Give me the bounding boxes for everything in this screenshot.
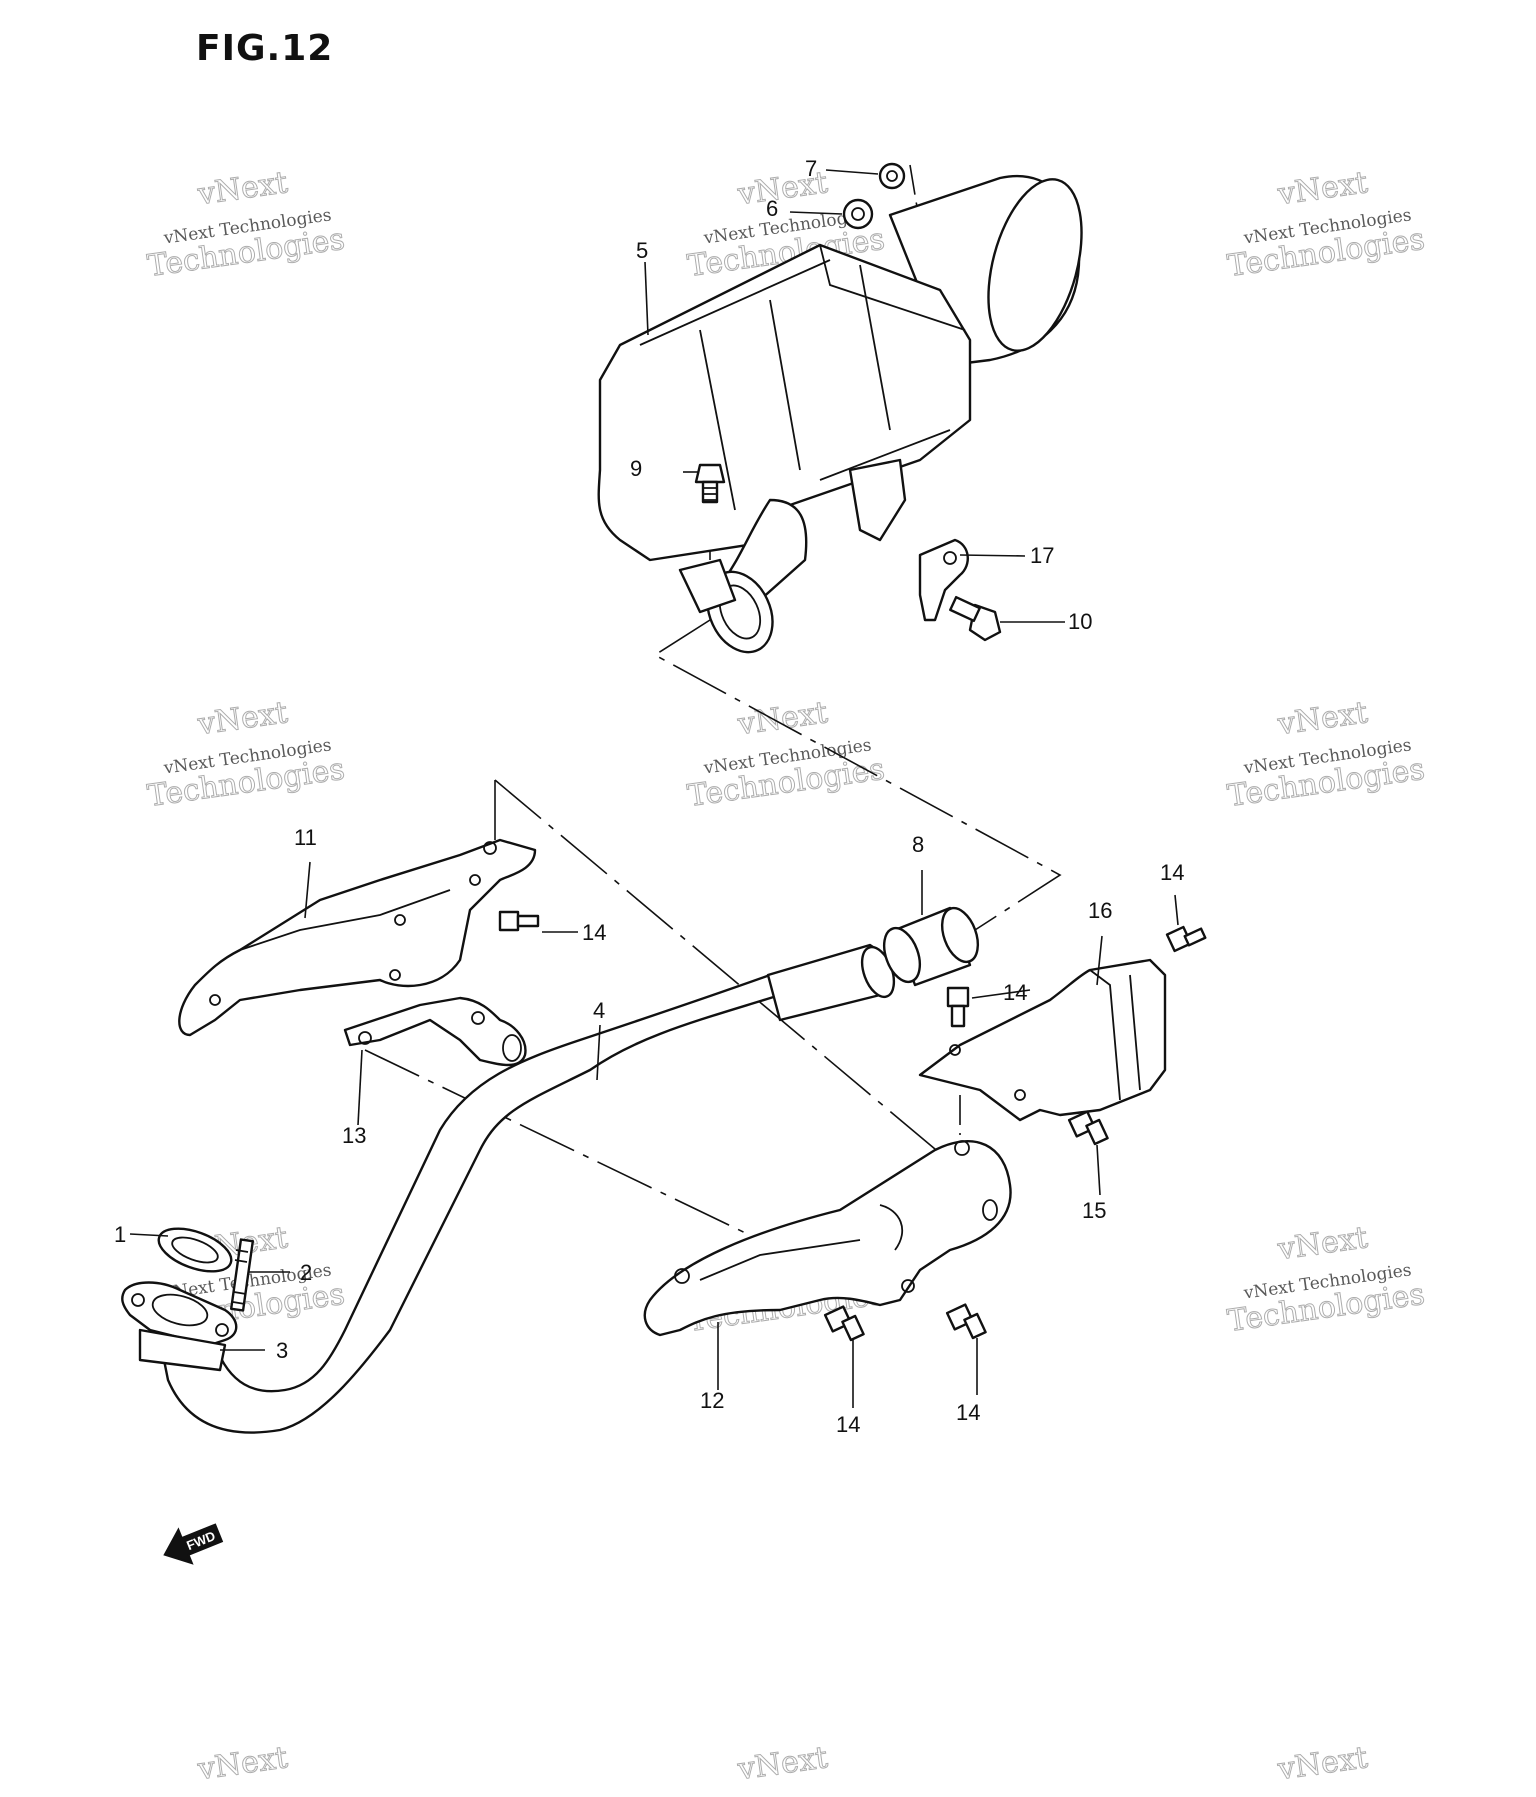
bolt-14	[1165, 925, 1207, 953]
bolt-15	[1067, 1110, 1109, 1146]
exhaust-pipe-4	[158, 943, 896, 1434]
assembly-guide-lines	[364, 164, 1062, 1241]
watermark: vNext vNext Technologies Technologies	[685, 165, 887, 285]
callout-8: 8	[912, 832, 924, 857]
heat-shield-13	[343, 996, 527, 1067]
callout-13: 13	[342, 1123, 366, 1148]
watermark-text-b: vNext	[195, 165, 290, 212]
bolt-10	[949, 595, 1002, 642]
gasket-8	[882, 906, 980, 987]
watermark: vNext	[1274, 1740, 1370, 1788]
stud-bolt-2	[229, 1238, 255, 1312]
watermark: vNext vNext Technologies Technologies	[1225, 1220, 1427, 1340]
bracket-17	[918, 538, 969, 622]
callout-14: 14	[1160, 860, 1184, 885]
callout-6: 6	[766, 196, 778, 221]
callout-9: 9	[630, 456, 642, 481]
callout-10: 10	[1068, 609, 1092, 634]
grommet-6	[842, 198, 874, 230]
callout-4: 4	[593, 998, 605, 1023]
gasket-1	[157, 1227, 233, 1273]
bolt-14	[946, 986, 970, 1028]
watermark-text-b: vNext	[195, 1740, 290, 1787]
watermark: vNext	[194, 1740, 290, 1788]
heat-shield-16	[918, 958, 1167, 1122]
callout-17: 17	[1030, 543, 1054, 568]
heat-shield-12	[643, 1140, 1012, 1337]
watermark-text-b: vNext	[195, 695, 290, 742]
heat-shield-11	[178, 838, 537, 1037]
callout-15: 15	[1082, 1198, 1106, 1223]
callout-14: 14	[836, 1412, 860, 1437]
callout-7: 7	[805, 156, 817, 181]
bolt-14	[945, 1303, 987, 1340]
callout-12: 12	[700, 1388, 724, 1413]
callout-5: 5	[636, 238, 648, 263]
callout-numbers: 1 2 3 4 5 6 7 8 9 10 11 12 13 14 14 14 1…	[114, 156, 1184, 1437]
watermark: vNext vNext Technologies Technologies	[685, 695, 887, 815]
watermark: vNext vNext Technologies Technologies	[145, 165, 347, 285]
callout-16: 16	[1088, 898, 1112, 923]
nut-7	[878, 162, 906, 190]
watermark: vNext vNext Technologies Technologies	[1225, 165, 1427, 285]
arrow-left-icon	[163, 1523, 224, 1565]
watermark: vNext vNext Technologies Technologies	[145, 695, 347, 815]
watermark-text-b: vNext	[735, 1740, 830, 1787]
figure-title: FIG.12	[196, 28, 334, 69]
callout-11: 11	[294, 825, 317, 850]
exhaust-flange-3	[121, 1281, 238, 1372]
muffler	[597, 175, 1083, 654]
watermark-text-b: vNext	[1275, 1220, 1370, 1267]
callout-14: 14	[956, 1400, 980, 1425]
watermark: vNext vNext Technologies Technologies	[1225, 695, 1427, 815]
callout-1: 1	[114, 1222, 126, 1247]
bolt-14	[823, 1305, 865, 1342]
callout-3: 3	[276, 1338, 288, 1363]
watermark-text-b: vNext	[735, 695, 830, 742]
watermark-text-b: vNext	[1275, 695, 1370, 742]
callout-2: 2	[300, 1260, 312, 1285]
forward-direction-badge: FWD	[163, 1523, 224, 1565]
bolt-9	[694, 463, 726, 504]
watermark-text-b: vNext	[1275, 165, 1370, 212]
callout-14: 14	[582, 920, 606, 945]
leader-lines	[129, 169, 1179, 1408]
watermark-text-b: vNext	[1275, 1740, 1370, 1787]
callout-14: 14	[1003, 980, 1027, 1005]
bolt-14	[498, 910, 540, 932]
watermark: vNext	[734, 1740, 830, 1788]
